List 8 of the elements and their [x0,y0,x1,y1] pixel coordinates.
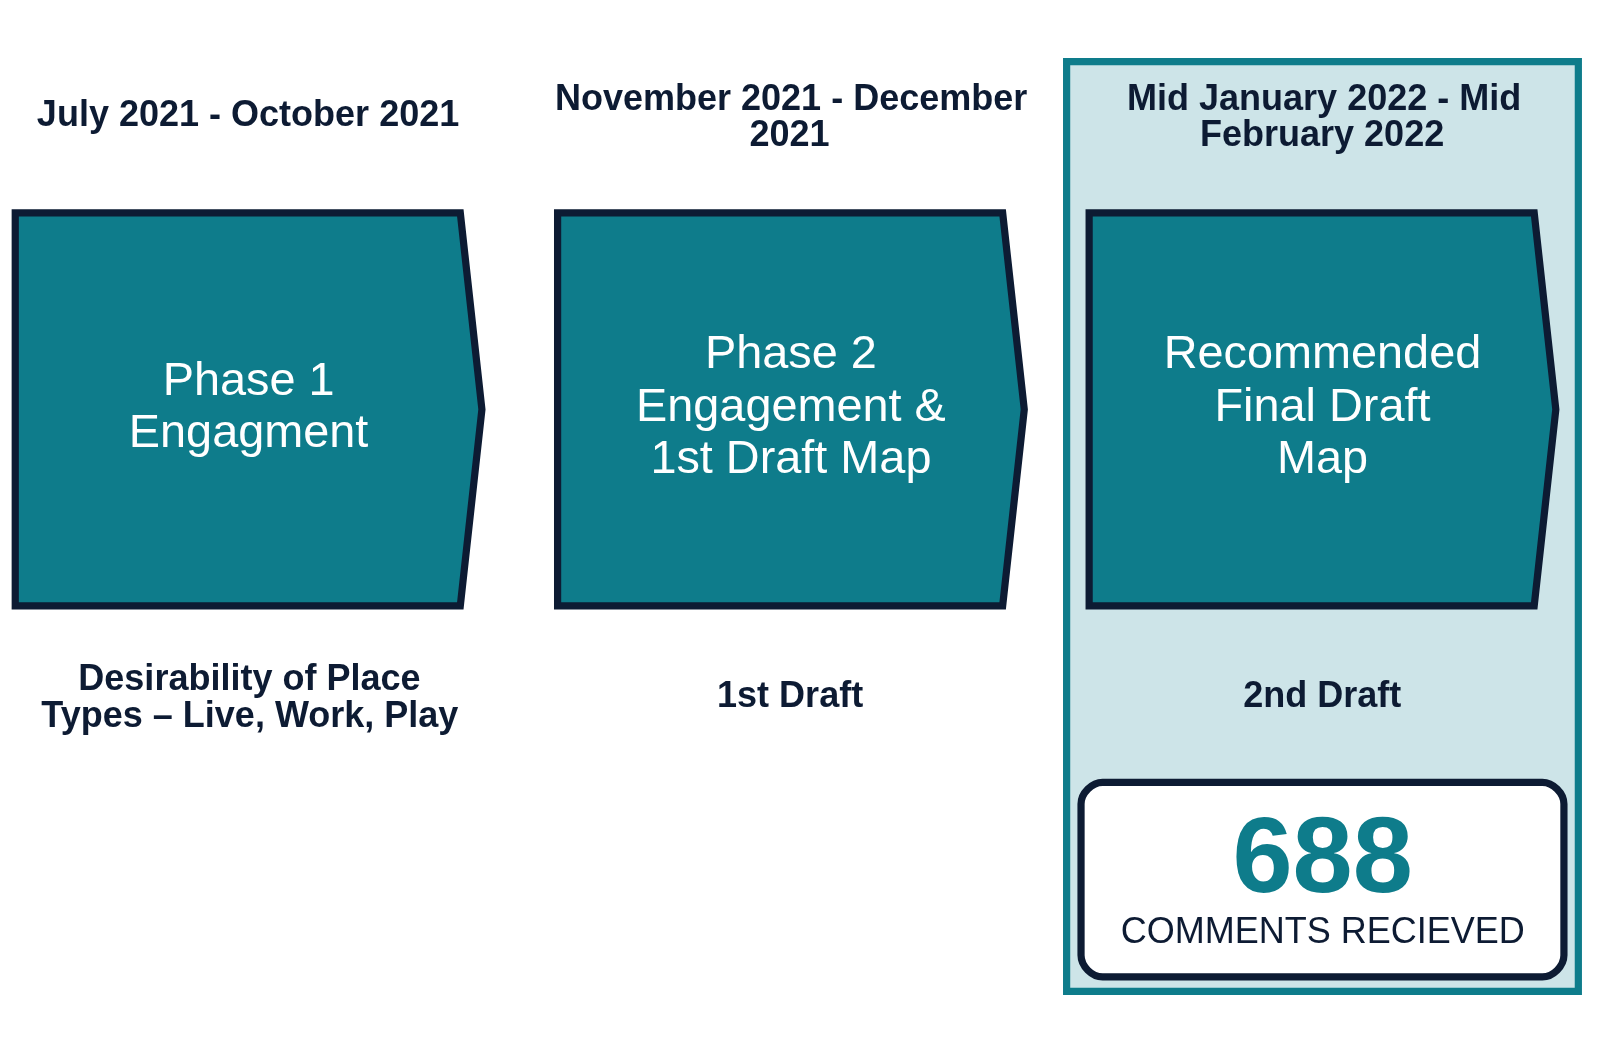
cluster [1063,58,1582,995]
node-label: Mid January 2022 - Mid February 2022 [1126,77,1522,155]
node-label: 1st Draft [717,673,864,715]
node-label: July 2021 - October 2021 [36,93,460,135]
node-label: Desirability of Place Types – Live, Work, Play [41,657,459,735]
node-box: 688 COMMENTS RECIEVED [1077,778,1568,981]
node-label: 2nd Draft [1243,673,1402,715]
node-label: November 2021 - December 2021 [554,77,1028,155]
